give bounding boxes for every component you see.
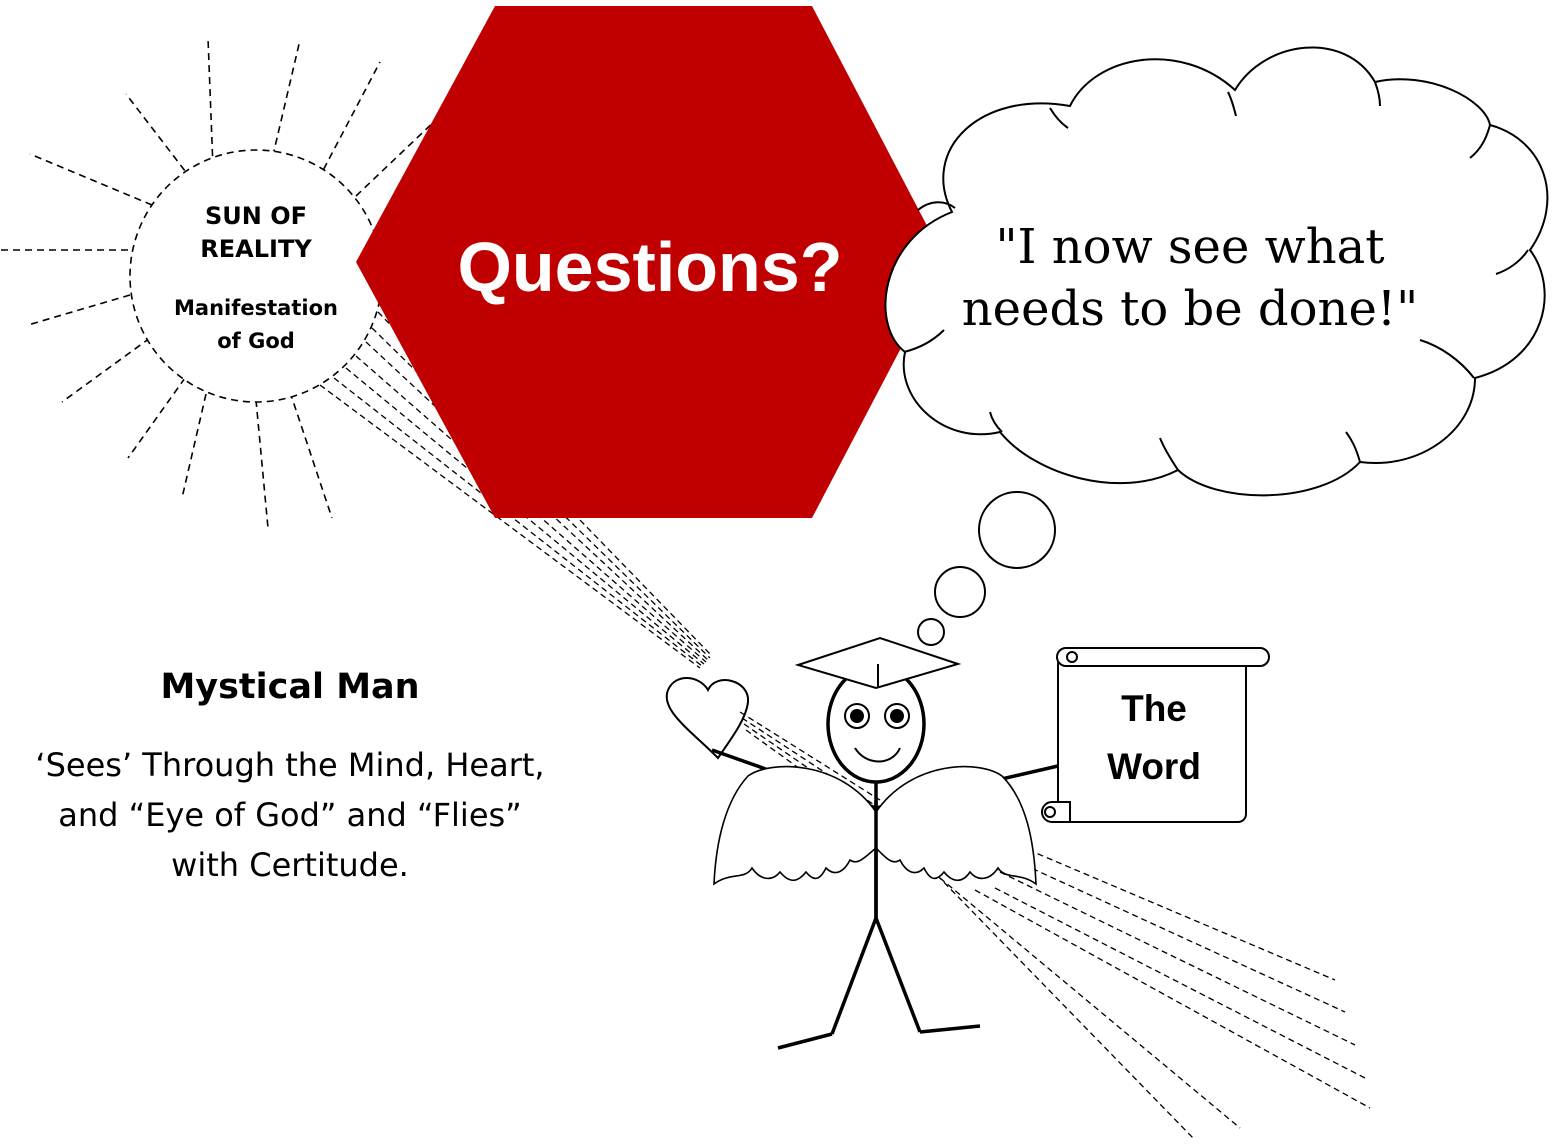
mystical-desc-line1: ‘Sees’ Through the Mind, Heart,: [35, 746, 545, 784]
questions-label: Questions?: [457, 228, 843, 306]
heart-icon: [665, 677, 750, 760]
sun-circle: [129, 149, 383, 403]
questions-hexagon: [356, 6, 946, 518]
graduation-cap-icon: [794, 636, 962, 690]
cloud-inner-arcs: [903, 81, 1529, 471]
thought-bubble-small: [917, 618, 945, 646]
scroll-line2: Word: [1107, 746, 1201, 787]
scroll-icon: [1041, 647, 1270, 823]
scroll-line1: The: [1121, 688, 1187, 729]
scroll-text: The Word: [1058, 680, 1250, 796]
sun-subtitle-line2: of God: [217, 329, 295, 353]
mystical-man-title: Mystical Man: [160, 667, 420, 707]
thought-line1: "I now see what: [995, 219, 1385, 275]
mystical-desc-line2: and “Eye of God” and “Flies”: [58, 796, 522, 834]
thought-bubble-large: [978, 491, 1056, 569]
mystical-man-description: ‘Sees’ Through the Mind, Heart, and “Eye…: [0, 740, 610, 890]
thought-bubble-medium: [934, 566, 986, 618]
thought-cloud: [884, 46, 1549, 497]
thought-text: "I now see what needs to be done!": [940, 216, 1440, 340]
left-pupil: [850, 709, 864, 723]
sun-subtitle: Manifestation of God: [146, 292, 366, 358]
thought-line2: needs to be done!": [961, 281, 1419, 337]
wings-icon: [713, 765, 1037, 886]
sun-title-line2: REALITY: [200, 235, 312, 263]
smile: [854, 747, 901, 763]
sun-rays: [0, 37, 441, 529]
sun-subtitle-line1: Manifestation: [174, 296, 338, 320]
ground-beams: [929, 841, 1371, 1141]
right-pupil: [890, 709, 904, 723]
sun-title: SUN OF REALITY: [156, 200, 356, 266]
mystical-desc-line3: with Certitude.: [171, 846, 409, 884]
sun-title-line1: SUN OF: [204, 202, 307, 230]
